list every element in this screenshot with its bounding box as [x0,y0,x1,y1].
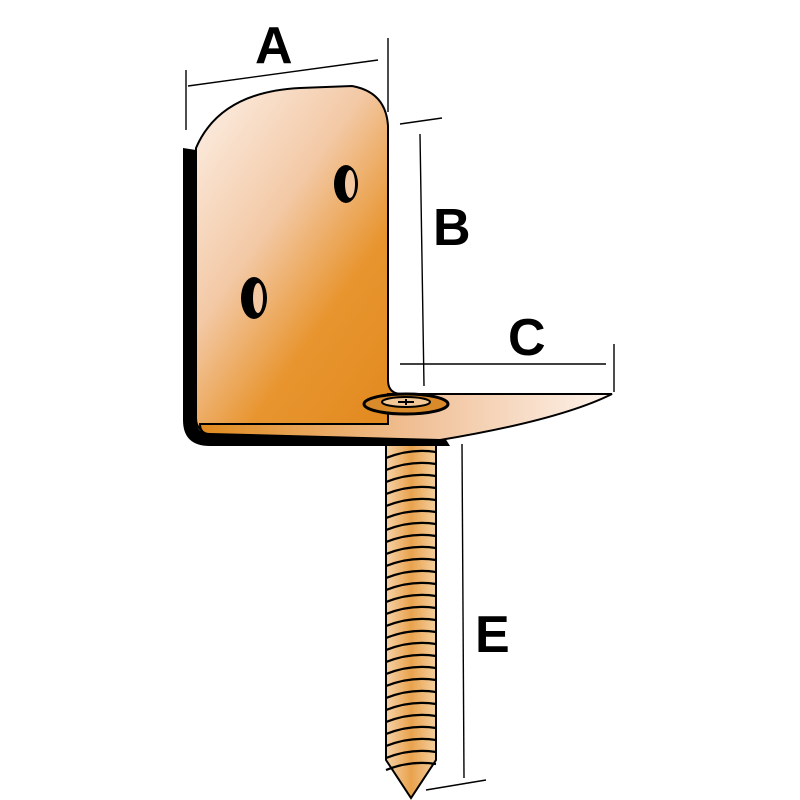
screw-thread [385,725,437,736]
screw-thread [385,653,437,664]
screw-thread [385,509,437,520]
screw-thread [385,605,437,616]
dimension-b-label: B [433,199,471,257]
screw-thread [385,545,437,556]
dimension-b-tick-top [399,117,443,125]
screw-hole-upper [334,165,358,203]
screw-thread [385,749,437,760]
screw-thread [385,689,437,700]
screw-thread [385,701,437,712]
screw-head [362,392,450,416]
dimension-c-label: C [508,309,546,367]
screw-thread [385,533,437,544]
screw-hole-upper-inner [345,170,355,198]
dimension-a-label: A [255,17,293,75]
screw-thread [385,761,437,772]
dimension-e-line [461,443,465,779]
dimension-b-line [419,133,425,387]
dimension-e-label: E [475,606,510,664]
screw-thread [385,449,437,460]
screw-thread [385,497,437,508]
screw-hole-lower-inner [253,283,263,313]
screw-thread [385,485,437,496]
screw-thread [385,473,437,484]
screw-thread [385,569,437,580]
bracket-vertical-leg [195,84,441,434]
screw-thread [385,461,437,472]
screw-thread [385,641,437,652]
dimension-a: A [185,17,389,130]
screw-thread [385,677,437,688]
dimension-e-tick-bottom [425,779,487,791]
dimension-a-line [187,59,379,87]
dimension-b: B [399,117,471,387]
screw-thread [385,557,437,568]
screw-thread [385,629,437,640]
screw-threads [385,449,437,772]
screw-thread [385,737,437,748]
dimension-e: E [425,443,510,791]
screw-hole-lower [241,277,267,319]
screw-thread [385,665,437,676]
dimension-c: C [400,309,615,392]
screw-head-slot [398,399,414,405]
screw-thread [385,593,437,604]
screw-thread [385,581,437,592]
screw-thread [385,713,437,724]
bracket-horizontal-leg [198,393,613,442]
screw [385,439,437,800]
screw-thread [385,521,437,532]
screw-thread [385,617,437,628]
